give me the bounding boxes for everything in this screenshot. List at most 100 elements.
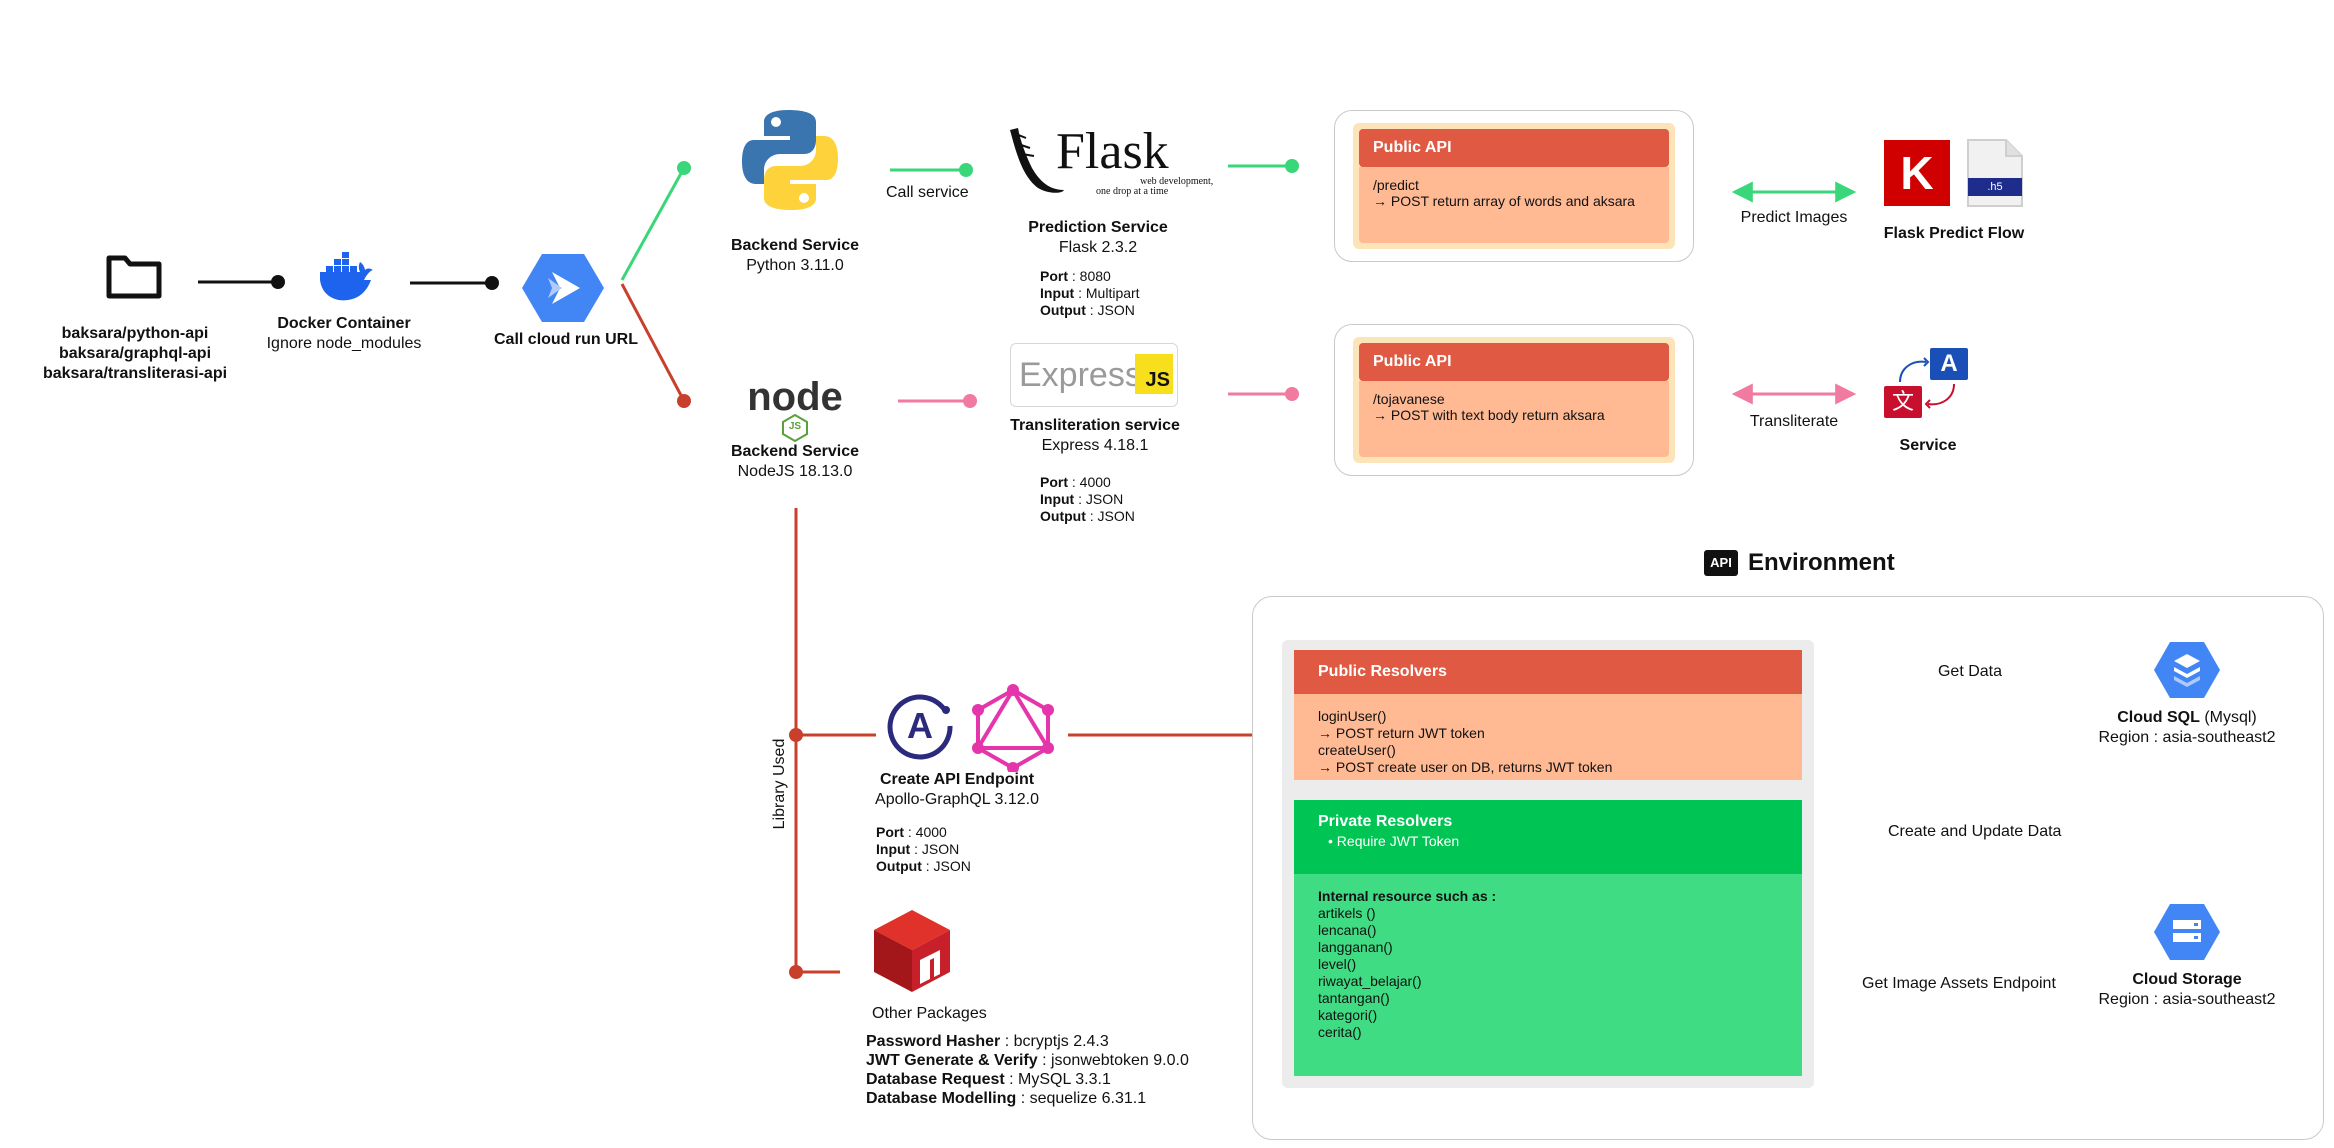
cloud-sql-icon <box>2154 640 2220 700</box>
dot-docker <box>271 275 285 289</box>
flask-logo-tagline-1: web development, <box>1140 176 1214 187</box>
predict-api-body: /predict → POST return array of words an… <box>1359 167 1669 243</box>
graphql-port-value: : 4000 <box>904 824 947 840</box>
internal-resource-item: langganan() <box>1318 939 1393 955</box>
repo-python: baksara/python-api <box>61 325 209 342</box>
library-used-label: Library Used <box>771 738 788 830</box>
internal-resource-item: lencana() <box>1318 922 1377 938</box>
cloud-storage-label: Cloud Storage Region : asia-southeast2 <box>2062 970 2312 1010</box>
graphql-output-value: : JSON <box>921 858 971 874</box>
translit-service-title: Service <box>1899 437 1957 454</box>
translate-icon: A 文 <box>1884 346 1974 422</box>
predict-api-inner: Public API /predict → POST return array … <box>1353 123 1675 249</box>
link-cloudrun-node <box>620 283 686 402</box>
cloud-sql-title: Cloud SQL <box>2117 709 2200 726</box>
call-service-label: Call service <box>886 184 969 201</box>
packages-title: Other Packages <box>872 1005 987 1022</box>
express-logo-badge: JS <box>1135 354 1173 394</box>
translate-glyph-a: A <box>1930 348 1968 380</box>
public-resolver-line: → POST return JWT token <box>1318 725 1485 741</box>
predict-api-path: /predict <box>1373 177 1419 193</box>
h5-file-icon: .h5 <box>1966 138 2024 208</box>
python-icon <box>740 108 840 212</box>
graphql-input-value: : JSON <box>910 841 960 857</box>
package-item: Password Hasher : bcryptjs 2.4.3 <box>866 1032 1189 1051</box>
repo-list: baksara/python-api baksara/graphql-api b… <box>20 324 250 384</box>
folder-icon <box>106 250 162 302</box>
graphql-label: Create API Endpoint Apollo-GraphQL 3.12.… <box>850 770 1064 810</box>
flask-port-value: : 8080 <box>1068 268 1111 284</box>
keras-letter: K <box>1900 147 1934 199</box>
cloud-storage-icon <box>2154 902 2220 962</box>
node-service-subtitle: NodeJS 18.13.0 <box>737 463 853 480</box>
flask-spec: Port : 8080 Input : Multipart Output : J… <box>1040 268 1140 319</box>
graphql-input-label: Input <box>876 841 911 857</box>
express-output-value: : JSON <box>1085 508 1135 524</box>
private-resolvers-title: Private Resolvers <box>1318 813 1453 830</box>
translit-api-body: /tojavanese → POST with text body return… <box>1359 381 1669 457</box>
package-value: : jsonwebtoken 9.0.0 <box>1037 1052 1189 1069</box>
node-service-label: Backend Service NodeJS 18.13.0 <box>700 442 890 482</box>
package-label: Database Modelling <box>866 1090 1017 1107</box>
node-service-title: Backend Service <box>730 443 860 460</box>
python-service-subtitle: Python 3.11.0 <box>746 257 844 274</box>
flask-output-label: Output <box>1040 302 1086 318</box>
predict-api-box: Public API /predict → POST return array … <box>1334 110 1694 262</box>
express-port-label: Port <box>1040 474 1068 490</box>
apollo-icon: A <box>886 692 954 760</box>
flask-logo: Flask web development, one drop at a tim… <box>1006 124 1213 197</box>
express-service-title: Transliteration service <box>1010 417 1180 434</box>
public-resolvers-header: Public Resolvers <box>1294 650 1802 694</box>
translit-api-inner: Public API /tojavanese → POST with text … <box>1353 337 1675 463</box>
npm-package-icon <box>872 908 952 994</box>
dot-cloudrun <box>485 276 499 290</box>
internal-resource-item: level() <box>1318 956 1357 972</box>
dot-packages <box>789 965 803 979</box>
h5-file-ext: .h5 <box>1987 181 2003 193</box>
package-item: JWT Generate & Verify : jsonwebtoken 9.0… <box>866 1051 1189 1070</box>
internal-resource-item: artikels () <box>1318 905 1376 921</box>
cloud-run-title: Call cloud run URL <box>494 331 638 348</box>
graphql-spec: Port : 4000 Input : JSON Output : JSON <box>876 824 971 875</box>
python-service-label: Backend Service Python 3.11.0 <box>700 236 890 276</box>
link-cloudrun-python <box>620 167 686 281</box>
packages-list: Password Hasher : bcryptjs 2.4.3 JWT Gen… <box>866 1032 1189 1108</box>
graphql-title: Create API Endpoint <box>879 771 1035 788</box>
package-value: : bcryptjs 2.4.3 <box>1000 1033 1109 1050</box>
internal-resource-item: riwayat_belajar() <box>1318 973 1422 989</box>
package-value: : sequelize 6.31.1 <box>1016 1090 1147 1107</box>
express-input-label: Input <box>1040 491 1075 507</box>
flask-port-label: Port <box>1040 268 1068 284</box>
dot-python <box>677 161 691 175</box>
python-service-title: Backend Service <box>730 237 860 254</box>
express-spec: Port : 4000 Input : JSON Output : JSON <box>1040 474 1135 525</box>
docker-subtitle: Ignore node_modules <box>266 335 422 352</box>
express-output-label: Output <box>1040 508 1086 524</box>
private-resolvers-bullet: • Require JWT Token <box>1328 833 1460 849</box>
dot-translit-api <box>1285 387 1299 401</box>
apollo-letter: A <box>907 705 933 746</box>
package-label: JWT Generate & Verify <box>866 1052 1038 1069</box>
dot-express <box>963 394 977 408</box>
dot-graphql <box>789 728 803 742</box>
api-badge-icon: API <box>1704 550 1738 576</box>
public-resolvers-body: loginUser() → POST return JWT token crea… <box>1294 694 1802 780</box>
node-hex-icon <box>782 414 808 442</box>
express-service-label: Transliteration service Express 4.18.1 <box>990 416 1200 456</box>
dot-flask <box>959 163 973 177</box>
environment-title: Environment <box>1748 549 1895 576</box>
flask-service-subtitle: Flask 2.3.2 <box>1058 239 1138 256</box>
express-input-value: : JSON <box>1074 491 1124 507</box>
repo-graphql: baksara/graphql-api <box>58 345 212 362</box>
dot-node <box>677 394 691 408</box>
predict-images-label: Predict Images <box>1740 209 1848 226</box>
node-logo: node JS <box>740 374 850 442</box>
express-service-subtitle: Express 4.18.1 <box>1041 437 1149 454</box>
translit-api-box: Public API /tojavanese → POST with text … <box>1334 324 1694 476</box>
public-resolver-line: loginUser() <box>1318 708 1387 724</box>
private-resolvers-body: Internal resource such as : artikels () … <box>1294 874 1802 1076</box>
package-item: Database Modelling : sequelize 6.31.1 <box>866 1089 1189 1108</box>
graphql-port-label: Port <box>876 824 904 840</box>
cloud-sql-label: Cloud SQL (Mysql) Region : asia-southeas… <box>2062 708 2312 748</box>
